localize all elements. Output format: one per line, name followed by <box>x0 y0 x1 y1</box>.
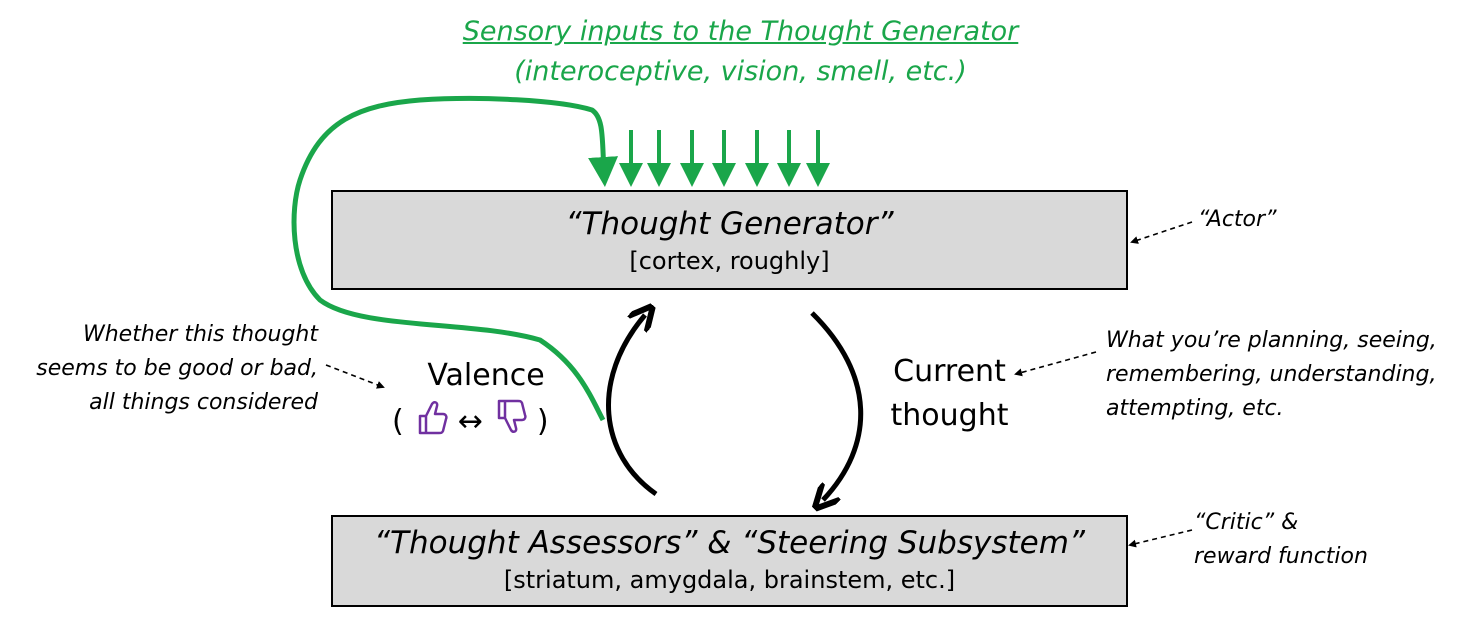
thought-generator-box: “Thought Generator” [cortex, roughly] <box>331 190 1128 290</box>
open-paren: ( <box>392 403 404 439</box>
current-thought-note: What you’re planning, seeing, rememberin… <box>1106 324 1437 426</box>
valence-feedback-loop <box>291 95 619 422</box>
critic-note-line: “Critic” & <box>1194 510 1299 535</box>
critic-pointer <box>1128 529 1193 548</box>
thought-generator-subtitle: [cortex, roughly] <box>629 247 830 275</box>
thought-assessors-subtitle: [striatum, amygdala, brainstem, etc.] <box>503 566 956 594</box>
thumbs-up-icon <box>414 398 448 444</box>
current-thought-note-line: attempting, etc. <box>1106 396 1284 421</box>
current-thought-line: Current <box>893 354 1006 389</box>
valence-note: Whether this thought seems to be good or… <box>0 318 318 420</box>
critic-note: “Critic” & reward function <box>1194 506 1368 574</box>
critic-note-line: reward function <box>1194 544 1368 569</box>
valence-note-line: all things considered <box>89 390 318 415</box>
close-paren: ) <box>536 403 549 439</box>
current-thought-pointer <box>1014 351 1097 377</box>
current-thought-note-line: remembering, understanding, <box>1106 362 1437 387</box>
valence-scale: ( ↔ ) <box>392 398 549 444</box>
sensory-title: Sensory inputs to the Thought Generator <box>462 16 1019 47</box>
upward-curved-arrow <box>606 315 658 497</box>
current-thought-note-line: What you’re planning, seeing, <box>1106 328 1437 353</box>
sensory-arrows <box>619 130 830 187</box>
thought-generator-title: “Thought Generator” <box>565 206 894 242</box>
downward-curved-arrow <box>812 311 864 500</box>
valence-note-line: seems to be good or bad, <box>36 356 318 381</box>
current-thought-label: Current thought <box>872 350 1027 438</box>
sensory-subtitle: (interoceptive, vision, smell, etc.) <box>514 56 967 87</box>
sensory-inputs-title: Sensory inputs to the Thought Generator … <box>0 12 1481 92</box>
thought-assessors-title: “Thought Assessors” & “Steering Subsyste… <box>374 525 1085 561</box>
valence-pointer <box>325 364 385 389</box>
valence-label: Valence <box>427 358 545 393</box>
bidirectional-arrow: ↔ <box>457 403 483 439</box>
current-thought-line: thought <box>890 398 1009 433</box>
actor-note: “Actor” <box>1198 207 1277 232</box>
valence-note-line: Whether this thought <box>82 322 318 347</box>
actor-pointer <box>1130 221 1193 244</box>
thought-assessors-box: “Thought Assessors” & “Steering Subsyste… <box>331 515 1128 607</box>
thumbs-down-icon <box>493 398 527 444</box>
